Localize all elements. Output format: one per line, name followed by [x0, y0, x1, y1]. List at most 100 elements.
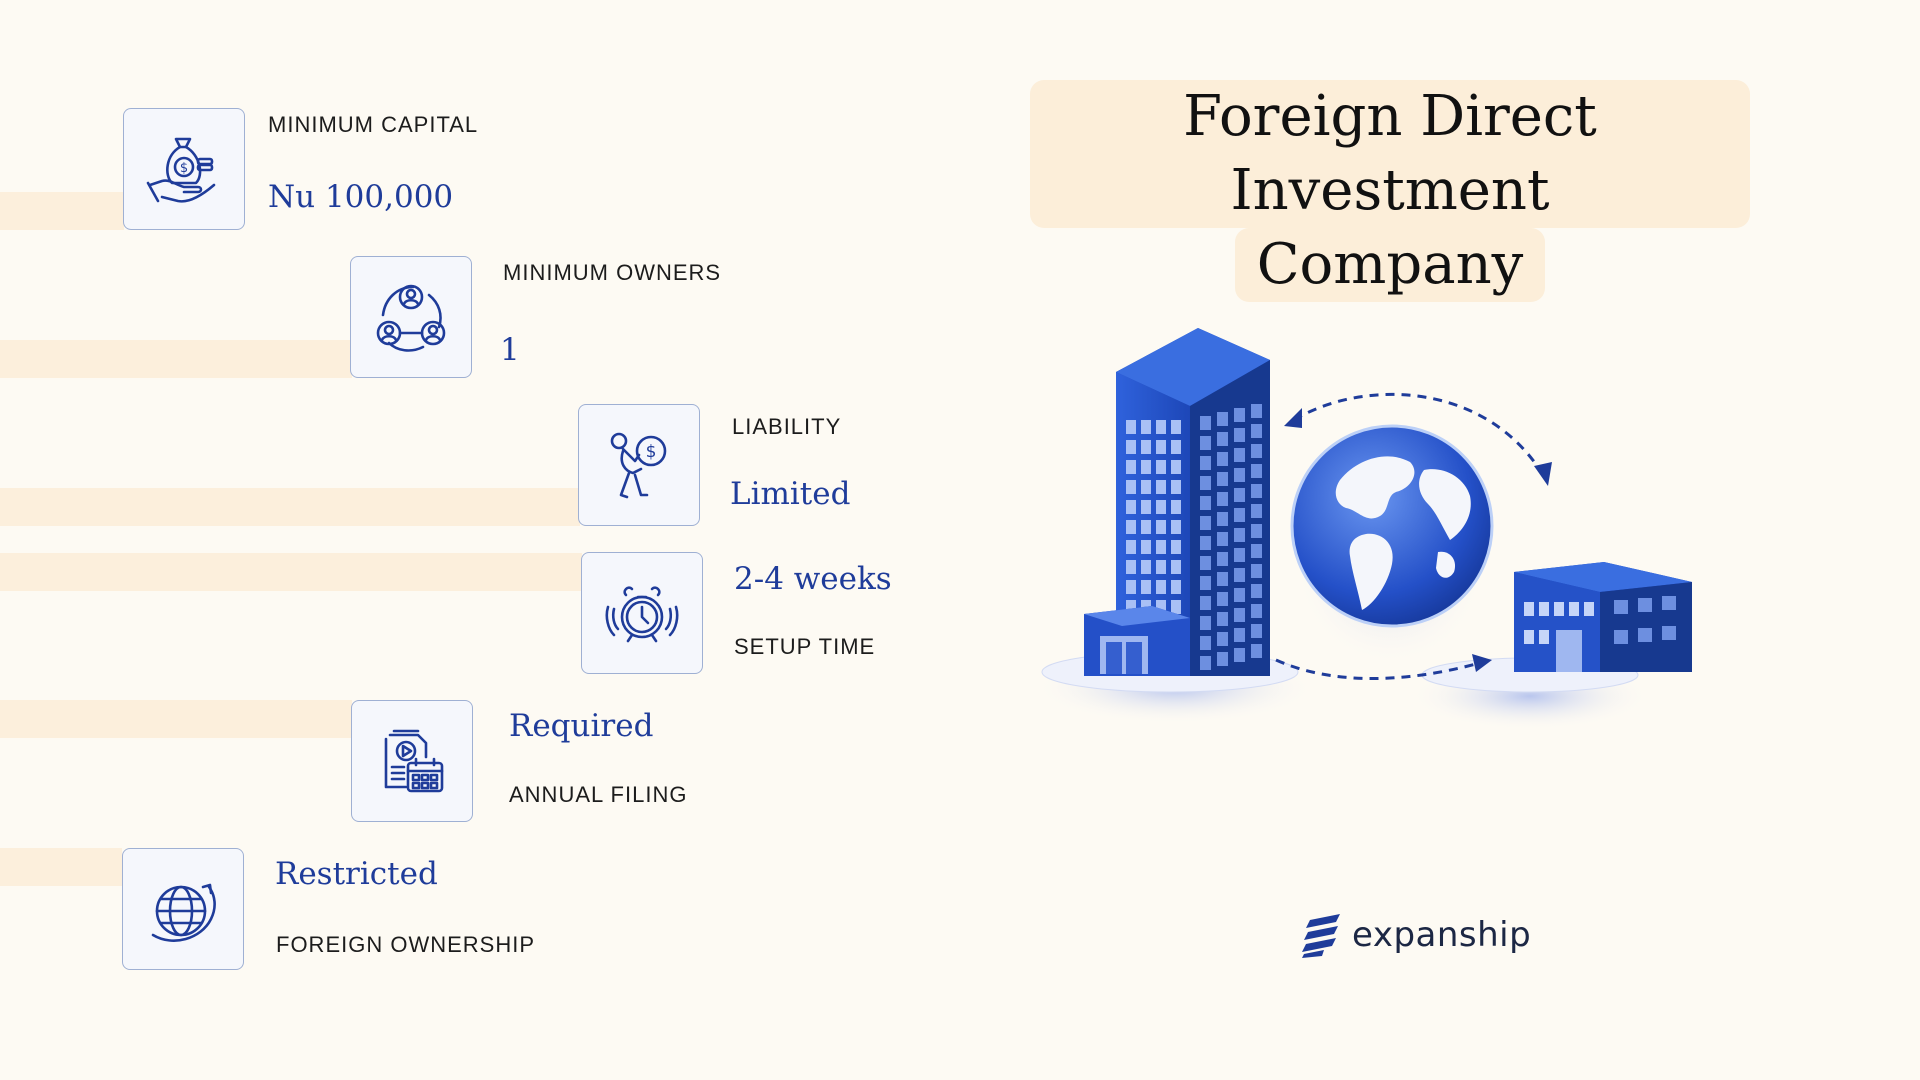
alarm-clock-icon	[605, 586, 679, 643]
window	[1234, 408, 1245, 422]
window	[1126, 460, 1136, 474]
window	[1217, 572, 1228, 586]
page-title-line-1: Foreign Direct Investment	[1030, 80, 1750, 228]
window	[1251, 484, 1262, 498]
setup-time-label: SETUP TIME	[734, 634, 876, 659]
annual-filing-label: ANNUAL FILING	[509, 782, 688, 807]
window	[1156, 520, 1166, 534]
annual-filing-icon-box	[351, 700, 473, 822]
globe-arrow-icon	[151, 883, 216, 942]
window	[1569, 602, 1579, 616]
expanship-logo-icon	[1302, 914, 1340, 958]
window	[1126, 500, 1136, 514]
window	[1217, 552, 1228, 566]
setup-time-value: 2-4 weeks	[734, 561, 892, 597]
window	[1251, 584, 1262, 598]
window	[1217, 492, 1228, 506]
accent-band	[0, 700, 352, 738]
window	[1251, 644, 1262, 658]
window	[1141, 540, 1151, 554]
window	[1234, 448, 1245, 462]
window	[1556, 630, 1582, 672]
window	[1539, 630, 1549, 644]
window	[1217, 432, 1228, 446]
window	[1217, 652, 1228, 666]
window	[1234, 568, 1245, 582]
money-bag-hand-icon: $	[146, 137, 216, 203]
window	[1171, 600, 1181, 614]
window	[1638, 628, 1652, 642]
annual-filing-value: Required	[509, 708, 654, 744]
window	[1251, 424, 1262, 438]
window	[1662, 596, 1676, 610]
svg-text:$: $	[180, 161, 188, 176]
window	[1126, 480, 1136, 494]
arrow-head-left	[1284, 408, 1302, 428]
window	[1171, 520, 1181, 534]
window	[1251, 624, 1262, 638]
accent-band	[0, 192, 124, 230]
window	[1217, 532, 1228, 546]
window	[1200, 496, 1211, 510]
window	[1217, 592, 1228, 606]
window	[1234, 608, 1245, 622]
window	[1251, 544, 1262, 558]
window	[1171, 420, 1181, 434]
window	[1171, 480, 1181, 494]
window	[1141, 480, 1151, 494]
expanship-logo-text: expanship	[1352, 915, 1532, 955]
window	[1141, 420, 1151, 434]
person-carrying-coin-icon: $	[610, 432, 667, 499]
accent-band	[0, 848, 122, 886]
window	[1156, 580, 1166, 594]
arrow-bottom	[1275, 658, 1477, 681]
window	[1662, 626, 1676, 640]
window	[1171, 460, 1181, 474]
window	[1200, 616, 1211, 630]
window	[1614, 630, 1628, 644]
window	[1200, 556, 1211, 570]
accent-band	[0, 488, 580, 526]
window	[1251, 504, 1262, 518]
window	[1141, 520, 1151, 534]
liability-value: Limited	[730, 476, 851, 512]
window	[1171, 440, 1181, 454]
window	[1200, 576, 1211, 590]
minimum-capital-value: Nu 100,000	[268, 179, 454, 215]
window	[1200, 536, 1211, 550]
window	[1126, 580, 1136, 594]
page-title: Foreign Direct Investment Company	[1030, 80, 1750, 302]
window	[1614, 600, 1628, 614]
arrow-top	[1293, 392, 1542, 471]
window	[1234, 488, 1245, 502]
window	[1156, 420, 1166, 434]
accent-band	[0, 340, 352, 378]
window	[1217, 412, 1228, 426]
window	[1234, 508, 1245, 522]
window	[1171, 540, 1181, 554]
window	[1200, 416, 1211, 430]
window	[1126, 560, 1136, 574]
window	[1234, 468, 1245, 482]
window	[1156, 540, 1166, 554]
window	[1217, 512, 1228, 526]
window	[1141, 460, 1151, 474]
foreign-ownership-label: FOREIGN OWNERSHIP	[276, 932, 536, 957]
foreign-ownership-icon-box	[122, 848, 244, 970]
window	[1141, 560, 1151, 574]
window	[1251, 464, 1262, 478]
window	[1251, 404, 1262, 418]
tower-lobby	[1084, 606, 1190, 676]
window	[1156, 500, 1166, 514]
window	[1251, 524, 1262, 538]
window	[1234, 428, 1245, 442]
window	[1171, 560, 1181, 574]
window	[1200, 456, 1211, 470]
window	[1171, 580, 1181, 594]
arrow-head-right	[1472, 654, 1492, 672]
window	[1126, 520, 1136, 534]
window	[1234, 628, 1245, 642]
window	[1217, 632, 1228, 646]
window	[1156, 600, 1166, 614]
window	[1156, 440, 1166, 454]
